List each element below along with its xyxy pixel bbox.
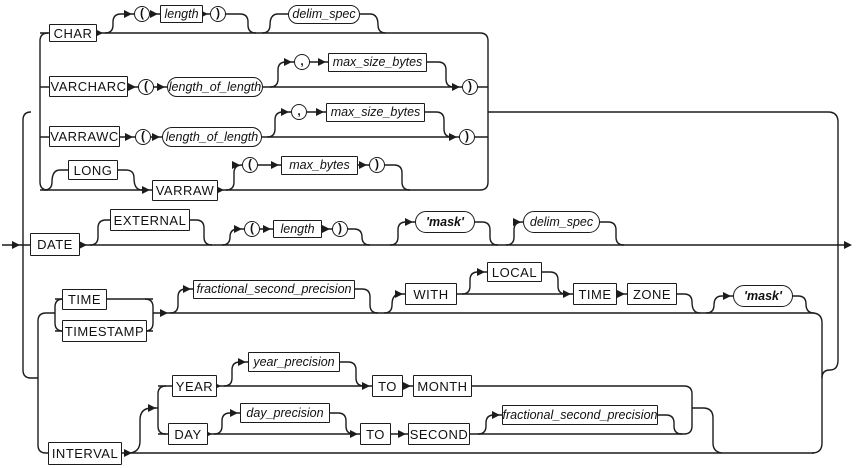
node-lparen-2: ( [138, 79, 154, 95]
node-zone: ZONE [627, 283, 677, 305]
node-fractional-second-precision-2: fractional_second_precision [502, 405, 658, 425]
node-rparen-2: ) [462, 79, 478, 95]
node-time-2: TIME [573, 283, 617, 305]
node-length-2: length [273, 220, 322, 238]
node-comma-2: , [291, 104, 307, 120]
node-date: DATE [30, 233, 80, 256]
node-mask-1: 'mask' [415, 211, 475, 233]
node-day-precision: day_precision [240, 403, 330, 423]
node-length-of-length-2: length_of_length [162, 127, 262, 147]
node-length-1: length [160, 5, 203, 23]
node-mask-2: 'mask' [733, 285, 793, 307]
node-month: MONTH [413, 375, 472, 397]
node-year-precision: year_precision [248, 352, 340, 372]
node-external: EXTERNAL [110, 209, 190, 231]
node-rparen-3: ) [459, 129, 475, 145]
node-to-2: TO [360, 423, 391, 445]
node-max-size-bytes-1: max_size_bytes [328, 53, 427, 72]
node-long: LONG [68, 160, 118, 180]
node-rparen-1: ) [210, 6, 226, 22]
node-time-1: TIME [62, 289, 107, 310]
node-rparen-4: ) [369, 157, 385, 173]
node-length-of-length-1: length_of_length [167, 77, 263, 97]
node-delim-spec-1: delim_spec [288, 5, 360, 24]
node-fractional-second-precision-1: fractional_second_precision [193, 280, 355, 299]
node-varrawc: VARRAWC [49, 126, 120, 147]
node-comma-1: , [294, 54, 310, 70]
node-rparen-5: ) [332, 221, 348, 237]
node-max-size-bytes-2: max_size_bytes [326, 103, 425, 122]
node-to-1: TO [372, 375, 403, 397]
node-lparen-4: ( [242, 157, 258, 173]
node-lparen-5: ( [244, 221, 260, 237]
node-local: LOCAL [487, 262, 542, 282]
node-second: SECOND [408, 423, 470, 445]
node-year: YEAR [172, 375, 217, 397]
node-with: WITH [405, 283, 457, 305]
node-lparen-3: ( [135, 129, 151, 145]
node-day: DAY [168, 423, 208, 445]
node-timestamp: TIMESTAMP [62, 320, 147, 342]
node-max-bytes: max_bytes [281, 156, 358, 175]
node-delim-spec-2: delim_spec [523, 211, 600, 233]
node-lparen-1: ( [134, 6, 150, 22]
node-interval: INTERVAL [48, 442, 122, 465]
node-varcharc: VARCHARC [49, 76, 128, 97]
node-char: CHAR [49, 24, 97, 42]
node-varraw: VARRAW [152, 180, 218, 201]
